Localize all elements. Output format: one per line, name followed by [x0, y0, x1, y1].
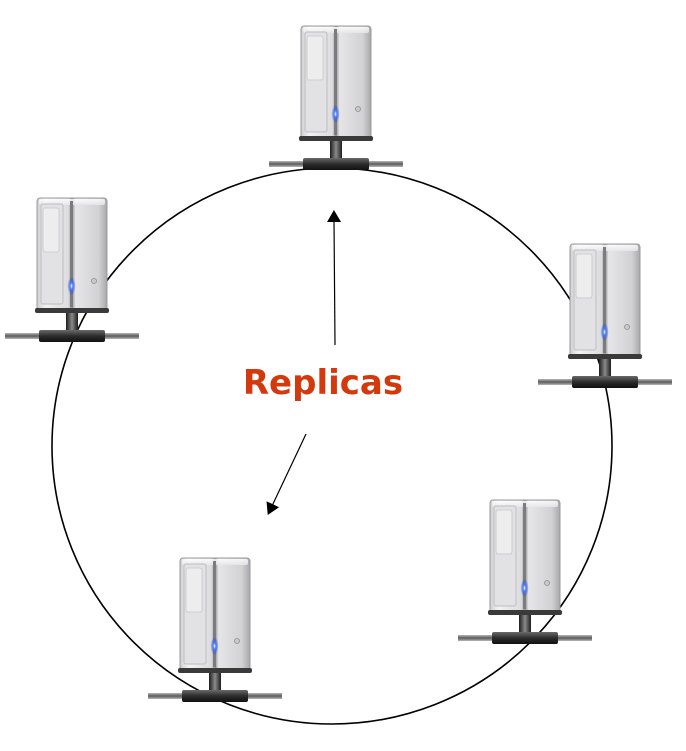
- server-left[interactable]: [4, 197, 140, 343]
- server-bottom-right[interactable]: [457, 499, 593, 645]
- server-bottom-left[interactable]: [147, 557, 283, 703]
- server-right[interactable]: [537, 243, 673, 389]
- server-top[interactable]: [268, 25, 404, 171]
- arrow-up: [327, 210, 342, 346]
- arrow-down-left: [266, 433, 307, 516]
- replicas-label: Replicas: [243, 363, 403, 403]
